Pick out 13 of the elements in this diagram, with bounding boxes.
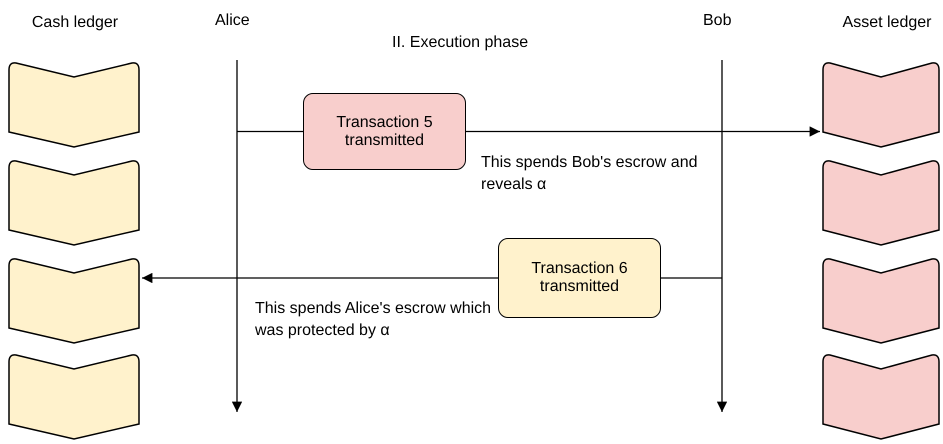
- annotation-text: This spends Alice's escrow which was protected by α: [255, 299, 492, 341]
- arrow: [142, 272, 498, 284]
- participant-label: Alice: [215, 12, 250, 30]
- column-heading: Asset ledger: [842, 14, 932, 32]
- message-box: Transaction 6 transmitted: [498, 238, 661, 318]
- annotation-text: This spends Bob's escrow and reveals α: [481, 153, 698, 195]
- lifeline-arrow: [232, 60, 242, 412]
- message-box: Transaction 5 transmitted: [303, 93, 466, 170]
- diagram-title: II. Execution phase: [392, 34, 528, 52]
- participant-label: Bob: [703, 12, 732, 30]
- column-heading: Cash ledger: [32, 14, 118, 32]
- lifeline-arrow: [716, 60, 728, 412]
- arrow: [466, 126, 820, 137]
